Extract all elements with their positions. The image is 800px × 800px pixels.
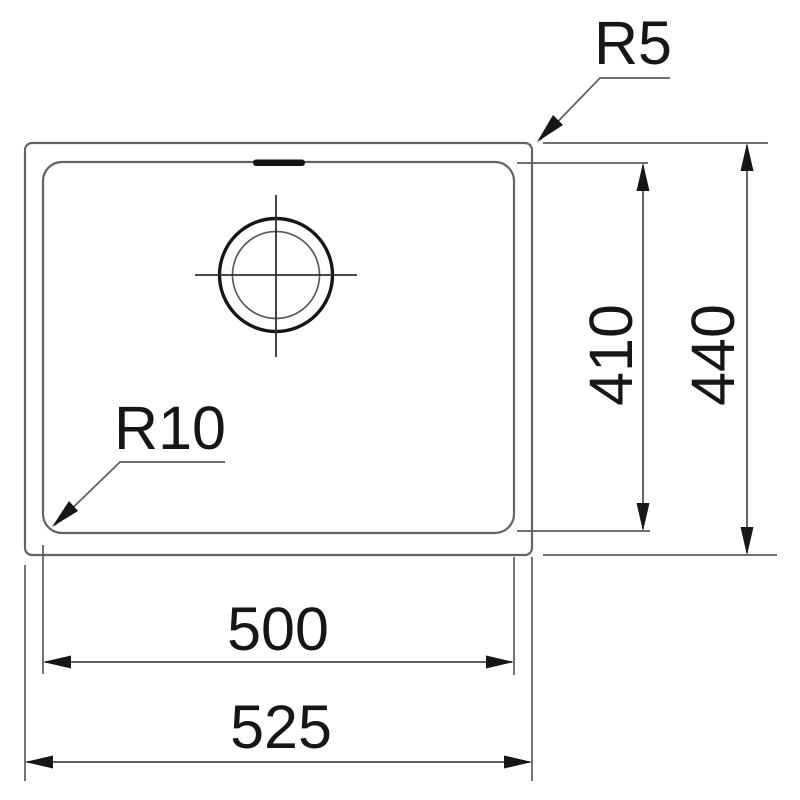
arrow-left-icon <box>25 755 53 769</box>
dim-overall-depth: 440 <box>543 142 777 556</box>
dim-bowl-width: 500 <box>42 545 515 675</box>
leader-inner-corner-radius-line <box>54 461 225 526</box>
dim-overall-width: 525 <box>24 557 533 781</box>
overflow-slot <box>253 159 305 166</box>
drain <box>195 195 357 357</box>
sink-outline <box>23 141 534 557</box>
arrow-down-icon <box>740 527 754 555</box>
dim-overall-depth-label: 440 <box>679 304 747 406</box>
arrow-diagonal-icon <box>52 501 78 527</box>
inner-corner-radius-label: R10 <box>114 394 226 462</box>
dim-overall-width-label: 525 <box>230 693 332 761</box>
arrow-up-icon <box>740 143 754 171</box>
arrow-diagonal-icon <box>537 115 563 142</box>
outer-corner-radius-label: R5 <box>594 9 672 77</box>
sink-outer-rim-outline <box>23 141 534 557</box>
leader-inner-corner-radius: R10 <box>52 394 226 527</box>
leader-outer-corner-radius-line <box>539 77 670 141</box>
arrow-right-icon <box>486 655 514 669</box>
dim-bowl-depth: 410 <box>517 162 650 532</box>
leader-outer-corner-radius: R5 <box>537 9 672 142</box>
arrow-left-icon <box>43 655 71 669</box>
dim-bowl-depth-label: 410 <box>577 304 645 406</box>
arrow-right-icon <box>504 755 532 769</box>
arrow-up-icon <box>636 163 650 191</box>
arrow-down-icon <box>636 503 650 531</box>
dim-bowl-width-label: 500 <box>227 595 329 663</box>
